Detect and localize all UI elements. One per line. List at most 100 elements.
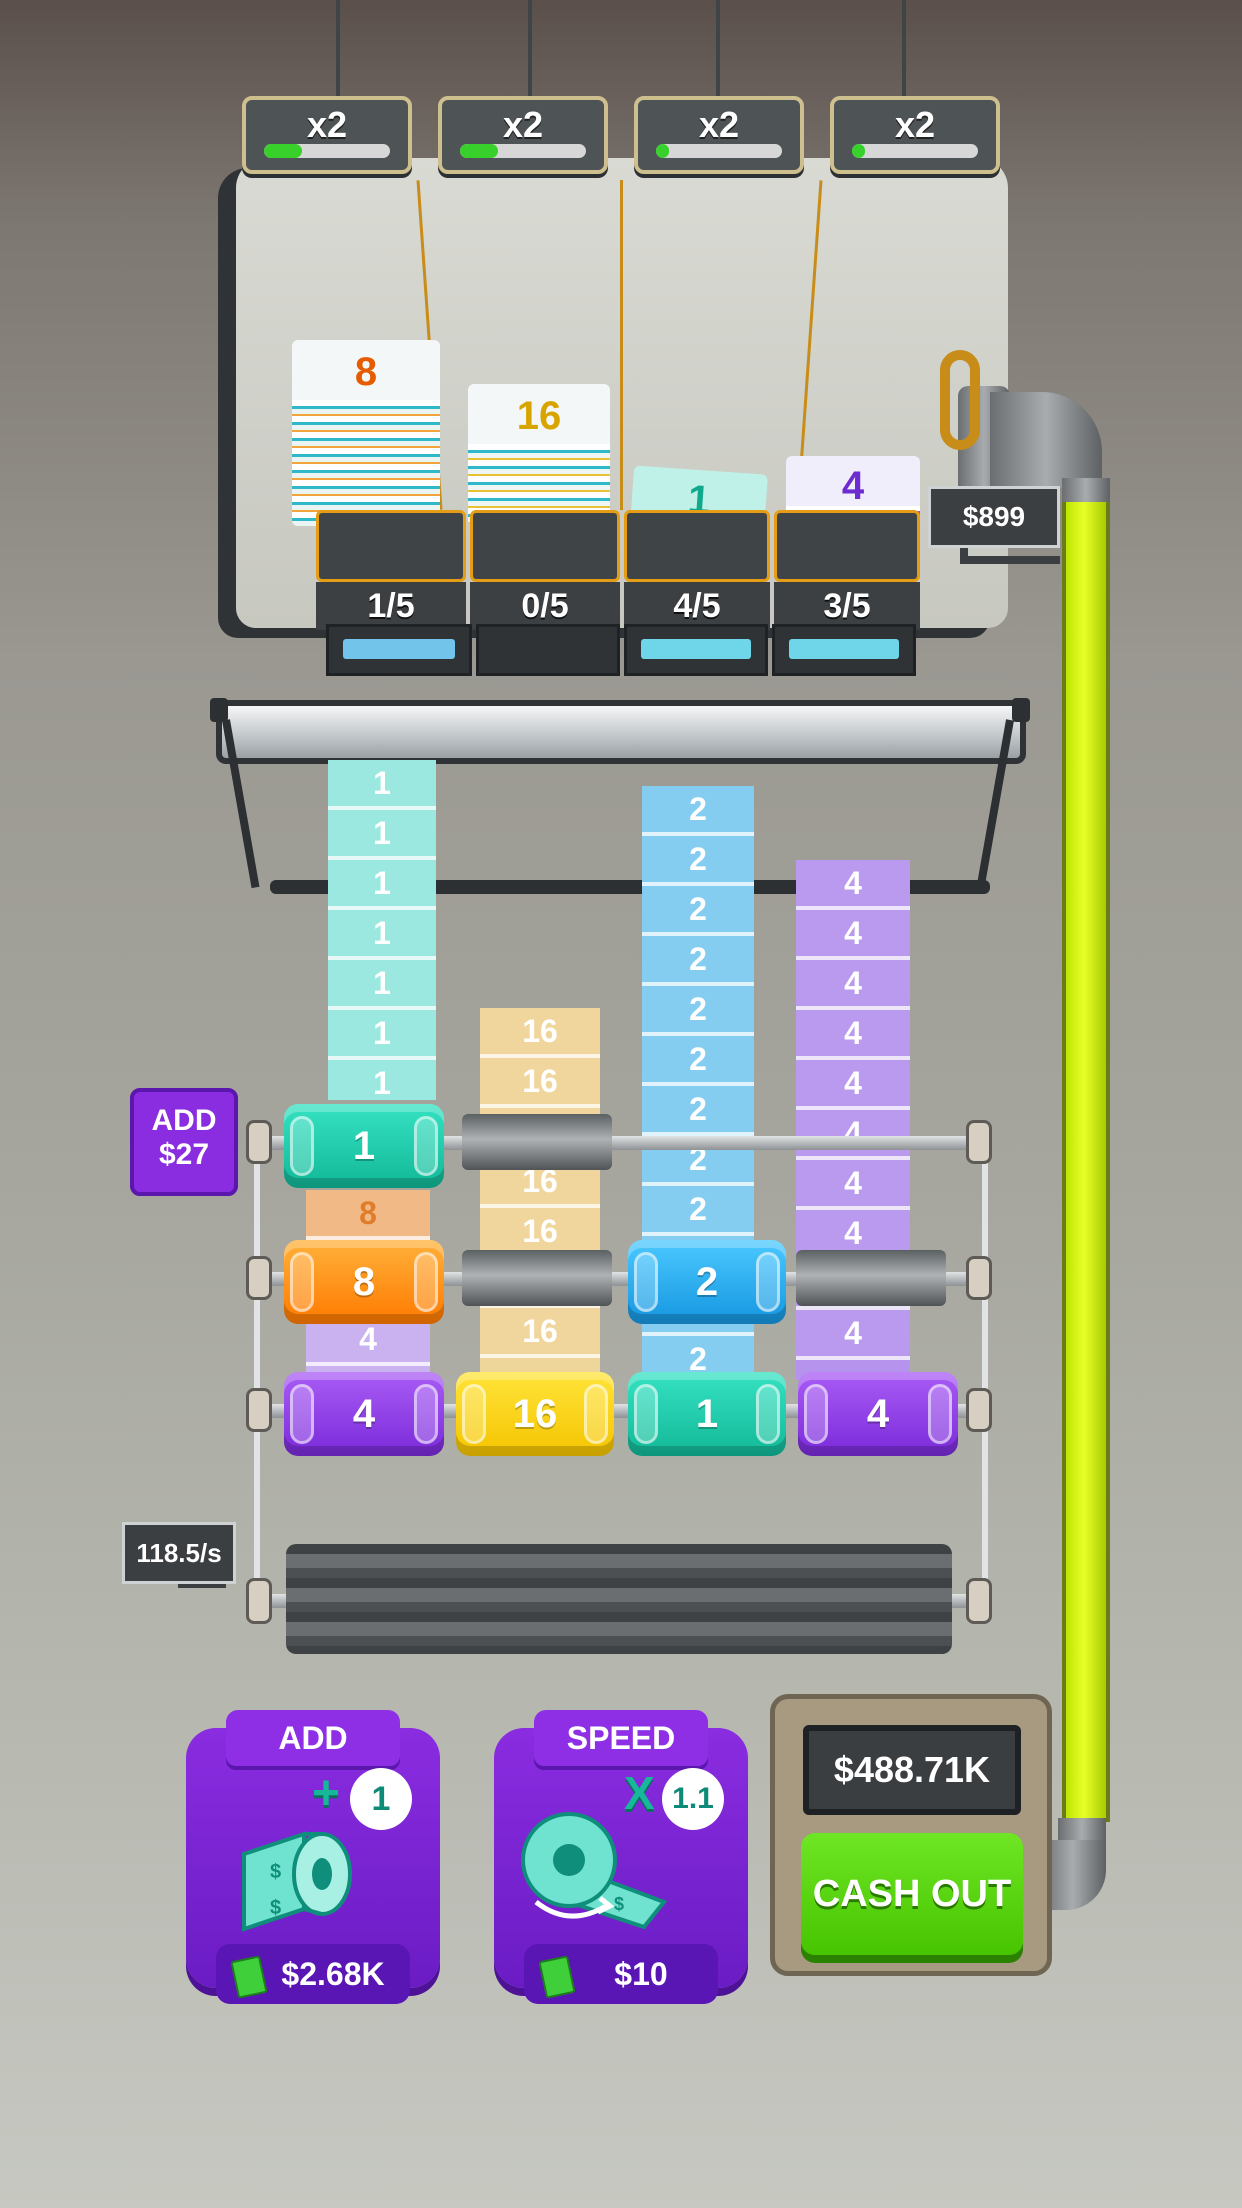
stack-denomination: 16	[516, 394, 562, 438]
hanging-wire	[716, 0, 720, 100]
roll-cap	[414, 1116, 438, 1176]
strip-cell: 1	[328, 1060, 436, 1100]
axle-end	[246, 1120, 272, 1164]
strip-cell: 16	[480, 1208, 600, 1258]
tag-bracket	[960, 556, 1060, 564]
pipe-ring	[940, 350, 980, 450]
multiplier-progress-fill	[264, 144, 302, 158]
axle-end	[246, 1388, 272, 1432]
strip-cell: 1	[328, 910, 436, 960]
multiplier-panel-1: x2	[242, 96, 412, 174]
multiplier-label: x2	[698, 104, 740, 145]
roll-value: 8	[352, 1260, 376, 1304]
strip-cell: 4	[796, 1060, 910, 1110]
roll-cap	[290, 1384, 314, 1444]
stack-tray	[316, 510, 466, 582]
roll-cap	[804, 1384, 828, 1444]
add-roller-label: ADD	[151, 1104, 217, 1137]
output-slot	[476, 624, 620, 676]
axle-end	[246, 1578, 272, 1624]
speed-badge-value: 1.1	[662, 1768, 724, 1830]
roll-cap	[928, 1384, 952, 1444]
strip-cell: 2	[642, 836, 754, 886]
axle-end	[966, 1256, 992, 1300]
roll-cap	[290, 1252, 314, 1312]
spinning-roll-icon: $	[514, 1802, 674, 1932]
roll-cap	[756, 1384, 780, 1444]
conveyor-belt	[286, 1544, 952, 1654]
paper-strip-purple-small: 4	[306, 1316, 430, 1372]
strip-cell: 4	[796, 910, 910, 960]
strip-cell: 4	[796, 960, 910, 1010]
svg-text:$: $	[270, 1861, 281, 1883]
stack-count: 0/5	[470, 582, 620, 630]
multiplier-panel-4: x2	[830, 96, 1000, 174]
roll-cap	[414, 1384, 438, 1444]
output-slot	[326, 624, 472, 676]
strip-cell: 1	[328, 960, 436, 1010]
stack-count: 3/5	[774, 582, 920, 630]
strip-cell: 2	[642, 1036, 754, 1086]
multiplier-progress-bar	[852, 144, 978, 158]
money-roll-yellow[interactable]: 16	[456, 1372, 614, 1456]
strip-cell: 16	[480, 1008, 600, 1058]
multiplier-progress-bar	[460, 144, 586, 158]
money-roll-teal[interactable]: 1	[284, 1104, 444, 1188]
axle-end	[966, 1120, 992, 1164]
stack-denomination: 8	[354, 350, 378, 394]
multiplier-progress-bar	[264, 144, 390, 158]
money-roll-blue[interactable]: 2	[628, 1240, 786, 1324]
axle-end	[966, 1388, 992, 1432]
speed-upgrade-button[interactable]: SPEED X 1.1 $ $10	[494, 1710, 748, 2004]
output-slot	[772, 624, 916, 676]
cash-out-button[interactable]: CASH OUT	[801, 1833, 1023, 1955]
strip-cell: 4	[796, 1310, 910, 1360]
machine-upgrade-price[interactable]: $899	[928, 486, 1060, 548]
roll-value: 16	[512, 1392, 558, 1436]
speed-button-price: $10	[614, 1956, 668, 1992]
light-bracket	[210, 698, 228, 722]
money-roll-teal[interactable]: 1	[628, 1372, 786, 1456]
speed-button-price-bar: $10	[524, 1944, 718, 2004]
stack-tray	[470, 510, 620, 582]
svg-text:$: $	[614, 1894, 624, 1914]
stack-count: 1/5	[316, 582, 466, 630]
money-roll-orange[interactable]: 8	[284, 1240, 444, 1324]
add-button-title: ADD	[226, 1710, 400, 1766]
cash-stack-yellow: 16	[468, 384, 610, 526]
empty-roller-slot[interactable]	[462, 1250, 612, 1306]
add-roller-tag[interactable]: ADD $27	[130, 1088, 238, 1196]
multiplier-label: x2	[502, 104, 544, 145]
add-roller-price: $27	[158, 1138, 210, 1171]
strip-cell: 2	[642, 986, 754, 1036]
multiplier-progress-fill	[656, 144, 669, 158]
balance-display: $488.71K	[803, 1725, 1021, 1815]
paper-roll-icon: $ $	[234, 1814, 354, 1932]
add-badge-value: 1	[350, 1768, 412, 1830]
multiplier-panel-2: x2	[438, 96, 608, 174]
tag-bracket	[960, 540, 968, 564]
strip-cell: 16	[480, 1058, 600, 1108]
strip-cell: 16	[480, 1308, 600, 1358]
strip-cell: 1	[328, 810, 436, 860]
svg-text:$: $	[270, 1897, 281, 1919]
strip-cell: 4	[796, 860, 910, 910]
stack-denomination: 4	[841, 464, 865, 508]
money-roll-purple[interactable]: 4	[798, 1372, 958, 1456]
strip-cell: 8	[306, 1190, 430, 1240]
strip-cell: 2	[642, 936, 754, 986]
strip-cell: 2	[642, 1186, 754, 1236]
roll-value: 1	[695, 1392, 719, 1436]
add-button-price: $2.68K	[281, 1956, 385, 1992]
stack-tray	[624, 510, 770, 582]
roll-cap	[462, 1384, 486, 1444]
empty-roller-slot[interactable]	[462, 1114, 612, 1170]
money-roll-purple[interactable]: 4	[284, 1372, 444, 1456]
empty-roller-slot[interactable]	[796, 1250, 946, 1306]
add-roll-button[interactable]: ADD + 1 $ $ $2.68K	[186, 1710, 440, 2004]
hanging-wire	[902, 0, 906, 100]
side-rail-left	[254, 1130, 260, 1610]
machine-divider	[620, 180, 623, 510]
strip-cell: 1	[328, 1010, 436, 1060]
strip-cell: 1	[328, 760, 436, 810]
